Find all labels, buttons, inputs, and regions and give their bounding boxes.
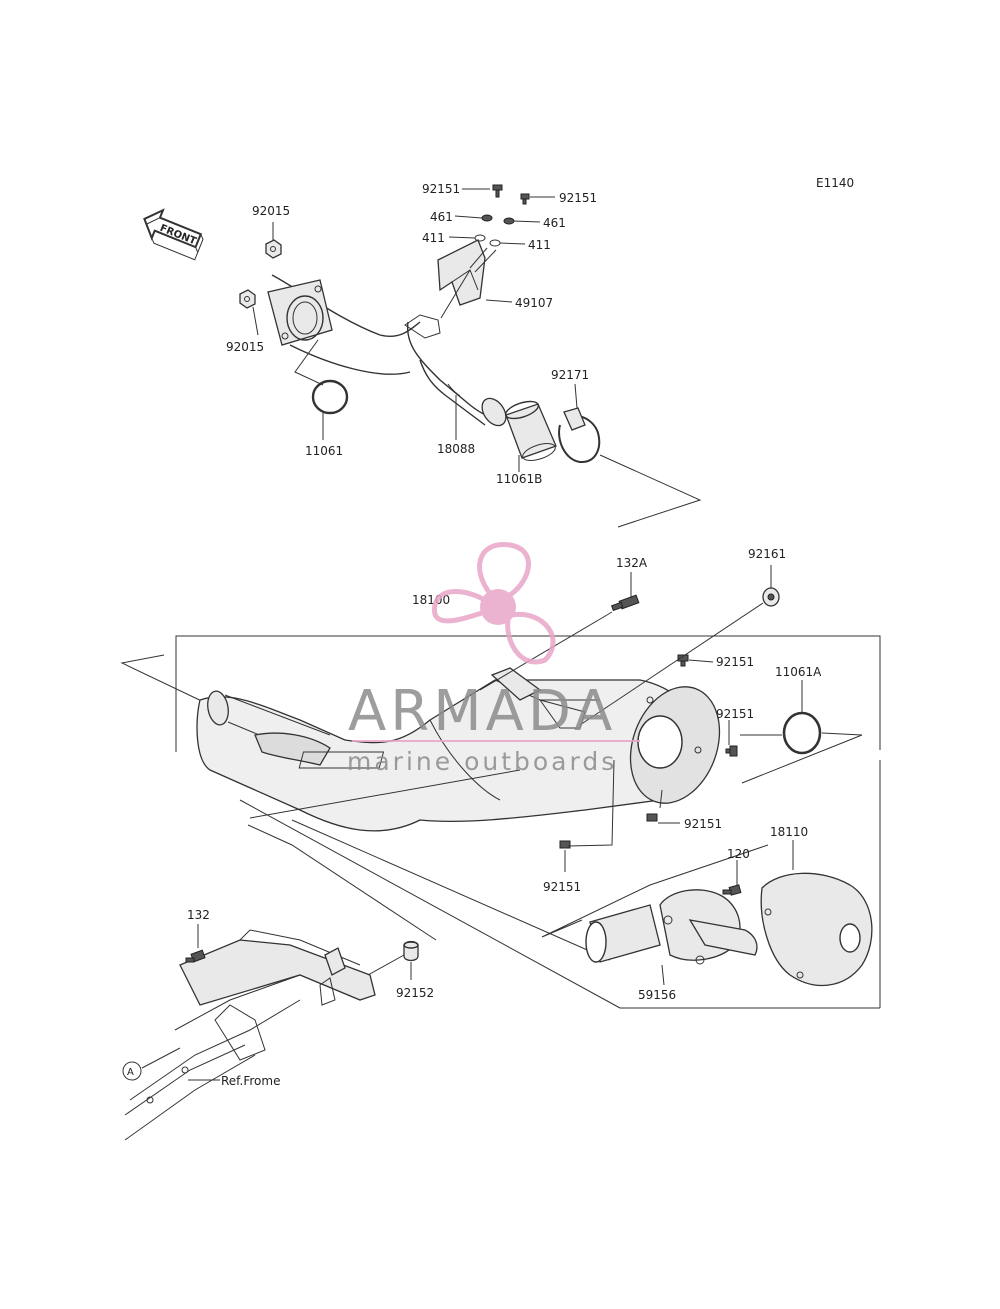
ref-marker-a: A — [122, 1061, 142, 1081]
label-132A: 132A — [616, 556, 648, 570]
label-92151-a: 92151 — [422, 182, 460, 196]
label-92171: 92171 — [551, 368, 589, 382]
part-92151-bolt-right — [520, 193, 530, 205]
part-92151-bolt-c — [677, 654, 689, 667]
part-92015-nut-top — [265, 239, 282, 259]
part-92161-damper — [762, 587, 780, 607]
part-frame-bracket — [124, 929, 376, 1141]
part-461-collar-left — [481, 214, 493, 222]
part-18088-header-pipe — [271, 274, 507, 427]
part-92151-bolt-left — [492, 184, 503, 198]
label-11061B: 11061B — [496, 472, 542, 486]
middle-leader-lines — [247, 565, 863, 961]
part-411-washer-left — [474, 234, 486, 242]
label-92152: 92152 — [396, 986, 434, 1000]
label-92151-c: 92151 — [716, 655, 754, 669]
part-11061-gasket — [311, 379, 349, 415]
part-49107-bracket — [404, 239, 486, 339]
muffler-assembly-outline — [120, 635, 881, 1009]
part-461-collar-right — [503, 217, 515, 225]
watermark-brand: ARMADA — [348, 679, 616, 744]
label-92015-top: 92015 — [252, 204, 290, 218]
label-11061A: 11061A — [775, 665, 822, 679]
watermark-tagline: marine outboards — [347, 747, 617, 776]
front-arrow-icon: FRONT — [143, 208, 204, 261]
propeller-logo-icon — [432, 542, 556, 665]
lower-right-leader-lines — [541, 840, 794, 986]
label-92151-f: 92151 — [543, 880, 581, 894]
part-411-washer-right — [489, 239, 501, 247]
label-18110: 18110 — [770, 825, 808, 839]
label-461-a: 461 — [430, 210, 453, 224]
part-header-flange — [267, 279, 333, 346]
label-92015-bottom: 92015 — [226, 340, 264, 354]
part-132-bolt — [185, 949, 206, 963]
label-132: 132 — [187, 908, 210, 922]
diagram-code: E1140 — [816, 176, 854, 190]
label-49107: 49107 — [515, 296, 553, 310]
part-92015-nut-bottom — [239, 289, 256, 309]
label-59156: 59156 — [638, 988, 676, 1002]
part-132A-bolt — [610, 594, 640, 612]
armada-watermark-logo: ARMADA marine outboards — [347, 542, 640, 776]
label-411-a: 411 — [422, 231, 445, 245]
label-461-b: 461 — [543, 216, 566, 230]
label-92161: 92161 — [748, 547, 786, 561]
front-label: FRONT — [158, 223, 198, 248]
label-92151-e: 92151 — [684, 817, 722, 831]
part-92151-bolt-e — [646, 813, 658, 822]
top-leader-lines — [252, 188, 702, 528]
part-92151-bolt-d — [725, 745, 738, 757]
lower-left-leader-lines — [141, 924, 412, 1081]
part-18110-end-cover — [760, 872, 873, 987]
part-92152-collar — [403, 940, 419, 962]
label-18088: 18088 — [437, 442, 475, 456]
part-18100-muffler — [196, 667, 721, 832]
label-411-b: 411 — [528, 238, 551, 252]
part-92151-bolt-f — [559, 840, 571, 849]
part-11061A-gasket — [782, 711, 822, 755]
part-59156-silencer-insert — [585, 889, 758, 965]
label-11061: 11061 — [305, 444, 343, 458]
part-11061B-gasket-sleeve — [504, 400, 557, 461]
label-120: 120 — [727, 847, 750, 861]
ref-marker-a-label: A — [127, 1067, 134, 1078]
label-92151-d: 92151 — [716, 707, 754, 721]
part-120-bolt — [722, 884, 742, 896]
part-92171-clamp — [558, 407, 601, 464]
label-ref-frame: Ref.Frome — [221, 1074, 280, 1088]
label-92151-b: 92151 — [559, 191, 597, 205]
